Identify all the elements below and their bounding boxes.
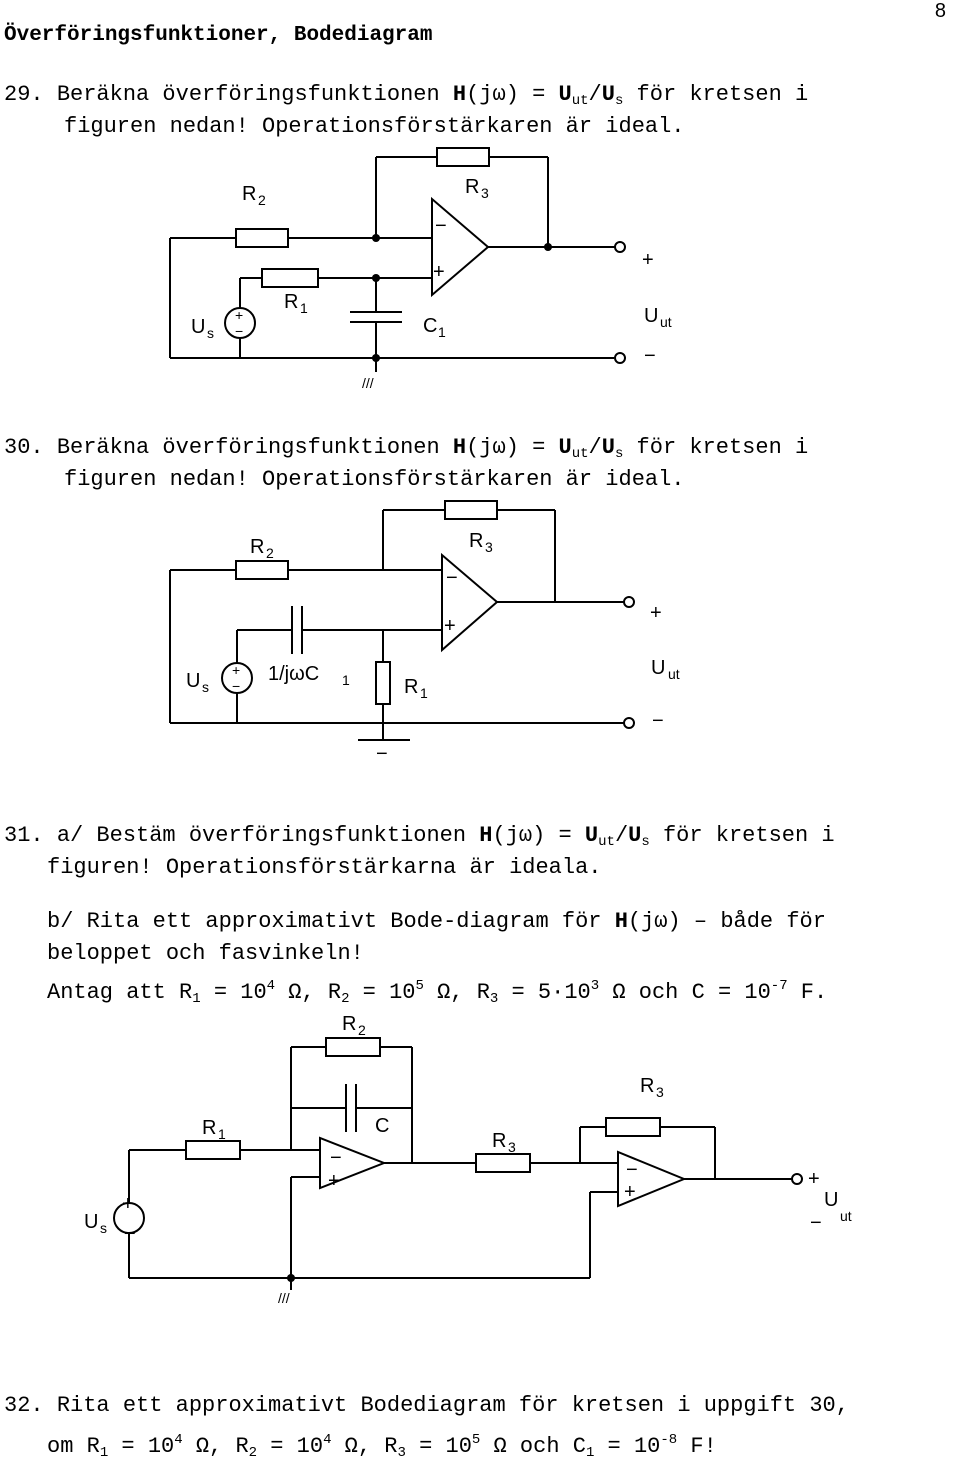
problem-31-b-line1: b/ Rita ett approximativt Bode-diagram f… bbox=[47, 909, 826, 934]
svg-text:1: 1 bbox=[342, 672, 350, 688]
resistor-r2 bbox=[235, 228, 289, 248]
svg-text:U: U bbox=[84, 1211, 98, 1233]
output-terminal-minus bbox=[623, 717, 635, 729]
resistor-r1 bbox=[375, 661, 391, 705]
svg-text:R: R bbox=[404, 676, 418, 698]
svg-text:s: s bbox=[100, 1220, 107, 1236]
svg-text:−: − bbox=[330, 1147, 342, 1169]
svg-text:−: − bbox=[626, 1159, 638, 1181]
svg-text:3: 3 bbox=[656, 1084, 664, 1100]
svg-text:s: s bbox=[202, 679, 209, 695]
resistor-r1 bbox=[185, 1140, 241, 1160]
page-title: Överföringsfunktioner, Bodediagram bbox=[4, 24, 433, 47]
svg-text:U: U bbox=[824, 1189, 838, 1211]
svg-text:+: + bbox=[808, 1168, 820, 1190]
svg-text:2: 2 bbox=[358, 1022, 366, 1038]
svg-text:−: − bbox=[644, 345, 656, 367]
problem-31-b-line2: beloppet och fasvinkeln! bbox=[47, 941, 364, 966]
problem-29-line2: figuren nedan! Operationsförstärkaren är… bbox=[64, 114, 685, 139]
page-number: 8 bbox=[934, 0, 946, 22]
svg-text:C: C bbox=[375, 1115, 389, 1137]
output-terminal-plus bbox=[623, 596, 635, 608]
svg-text:1: 1 bbox=[438, 324, 446, 340]
output-terminal-minus bbox=[614, 352, 626, 364]
resistor-r3 bbox=[436, 147, 490, 167]
opamp-2 bbox=[617, 1150, 687, 1208]
svg-text:2: 2 bbox=[266, 545, 274, 561]
opamp-1 bbox=[319, 1136, 387, 1190]
svg-text:///: /// bbox=[278, 1290, 290, 1306]
svg-text:1/jωC: 1/jωC bbox=[268, 663, 319, 685]
resistor-r3 bbox=[444, 500, 498, 520]
svg-text:R: R bbox=[469, 530, 483, 552]
svg-text:U: U bbox=[186, 670, 200, 692]
resistor-r1 bbox=[261, 268, 319, 288]
svg-text:+: + bbox=[328, 1170, 340, 1192]
svg-text:2: 2 bbox=[258, 192, 266, 208]
problem-31-line1: 31. a/ Bestäm överföringsfunktionen H(jω… bbox=[4, 823, 835, 850]
problem-30-line1: 30. Beräkna överföringsfunktionen H(jω) … bbox=[4, 435, 809, 462]
problem-32-line1: 32. Rita ett approximativt Bodediagram f… bbox=[4, 1393, 849, 1418]
svg-text:3: 3 bbox=[481, 185, 489, 201]
svg-text:U: U bbox=[644, 305, 658, 327]
svg-text:R: R bbox=[284, 291, 298, 313]
svg-text:U: U bbox=[191, 316, 205, 338]
svg-text:+: + bbox=[232, 662, 240, 678]
svg-text:ut: ut bbox=[660, 314, 672, 330]
problem-31-line2: figuren! Operationsförstärkarna är ideal… bbox=[47, 855, 602, 880]
svg-text:+: + bbox=[122, 1193, 134, 1215]
svg-text:+: + bbox=[235, 307, 243, 323]
svg-text:1: 1 bbox=[420, 685, 428, 701]
opamp bbox=[441, 552, 499, 653]
svg-text:+: + bbox=[433, 261, 445, 283]
svg-text:1: 1 bbox=[218, 1126, 226, 1142]
svg-text:R: R bbox=[640, 1075, 654, 1097]
svg-text:3: 3 bbox=[508, 1139, 516, 1155]
problem-30-line2: figuren nedan! Operationsförstärkaren är… bbox=[64, 467, 685, 492]
svg-text:s: s bbox=[207, 325, 214, 341]
output-terminal-plus bbox=[791, 1173, 803, 1185]
resistor-r3-feedback bbox=[605, 1117, 661, 1137]
problem-31-values: Antag att R1 = 104 Ω, R2 = 105 Ω, R3 = 5… bbox=[47, 978, 828, 1007]
svg-text:−: − bbox=[435, 215, 447, 237]
svg-text:R: R bbox=[242, 183, 256, 205]
resistor-r3-input bbox=[475, 1153, 531, 1173]
resistor-r2 bbox=[325, 1037, 381, 1057]
svg-text:−: − bbox=[232, 678, 240, 694]
svg-text:R: R bbox=[202, 1117, 216, 1139]
svg-text:ut: ut bbox=[840, 1208, 852, 1224]
svg-text:−: − bbox=[376, 743, 388, 765]
svg-text:R: R bbox=[492, 1130, 506, 1152]
svg-text:−: − bbox=[446, 567, 458, 589]
svg-text:+: + bbox=[650, 602, 662, 624]
svg-text:+: + bbox=[444, 615, 456, 637]
svg-text:R: R bbox=[342, 1013, 356, 1035]
svg-text:ut: ut bbox=[668, 666, 680, 682]
output-terminal-plus bbox=[614, 241, 626, 253]
svg-text:+: + bbox=[642, 249, 654, 271]
problem-29-line1: 29. Beräkna överföringsfunktionen H(jω) … bbox=[4, 82, 809, 109]
svg-text:R: R bbox=[465, 176, 479, 198]
opamp bbox=[431, 196, 490, 298]
svg-text:3: 3 bbox=[485, 539, 493, 555]
svg-text:1: 1 bbox=[300, 300, 308, 316]
svg-text:///: /// bbox=[362, 375, 374, 391]
resistor-r2 bbox=[235, 560, 289, 580]
svg-text:R: R bbox=[250, 536, 264, 558]
svg-text:−: − bbox=[124, 1223, 136, 1245]
svg-text:−: − bbox=[810, 1212, 822, 1234]
problem-32-line2: om R1 = 104 Ω, R2 = 104 Ω, R3 = 105 Ω oc… bbox=[47, 1432, 717, 1461]
svg-text:−: − bbox=[235, 323, 243, 339]
svg-text:C: C bbox=[423, 315, 437, 337]
svg-text:U: U bbox=[651, 657, 665, 679]
svg-text:+: + bbox=[624, 1181, 636, 1203]
svg-text:−: − bbox=[652, 710, 664, 732]
